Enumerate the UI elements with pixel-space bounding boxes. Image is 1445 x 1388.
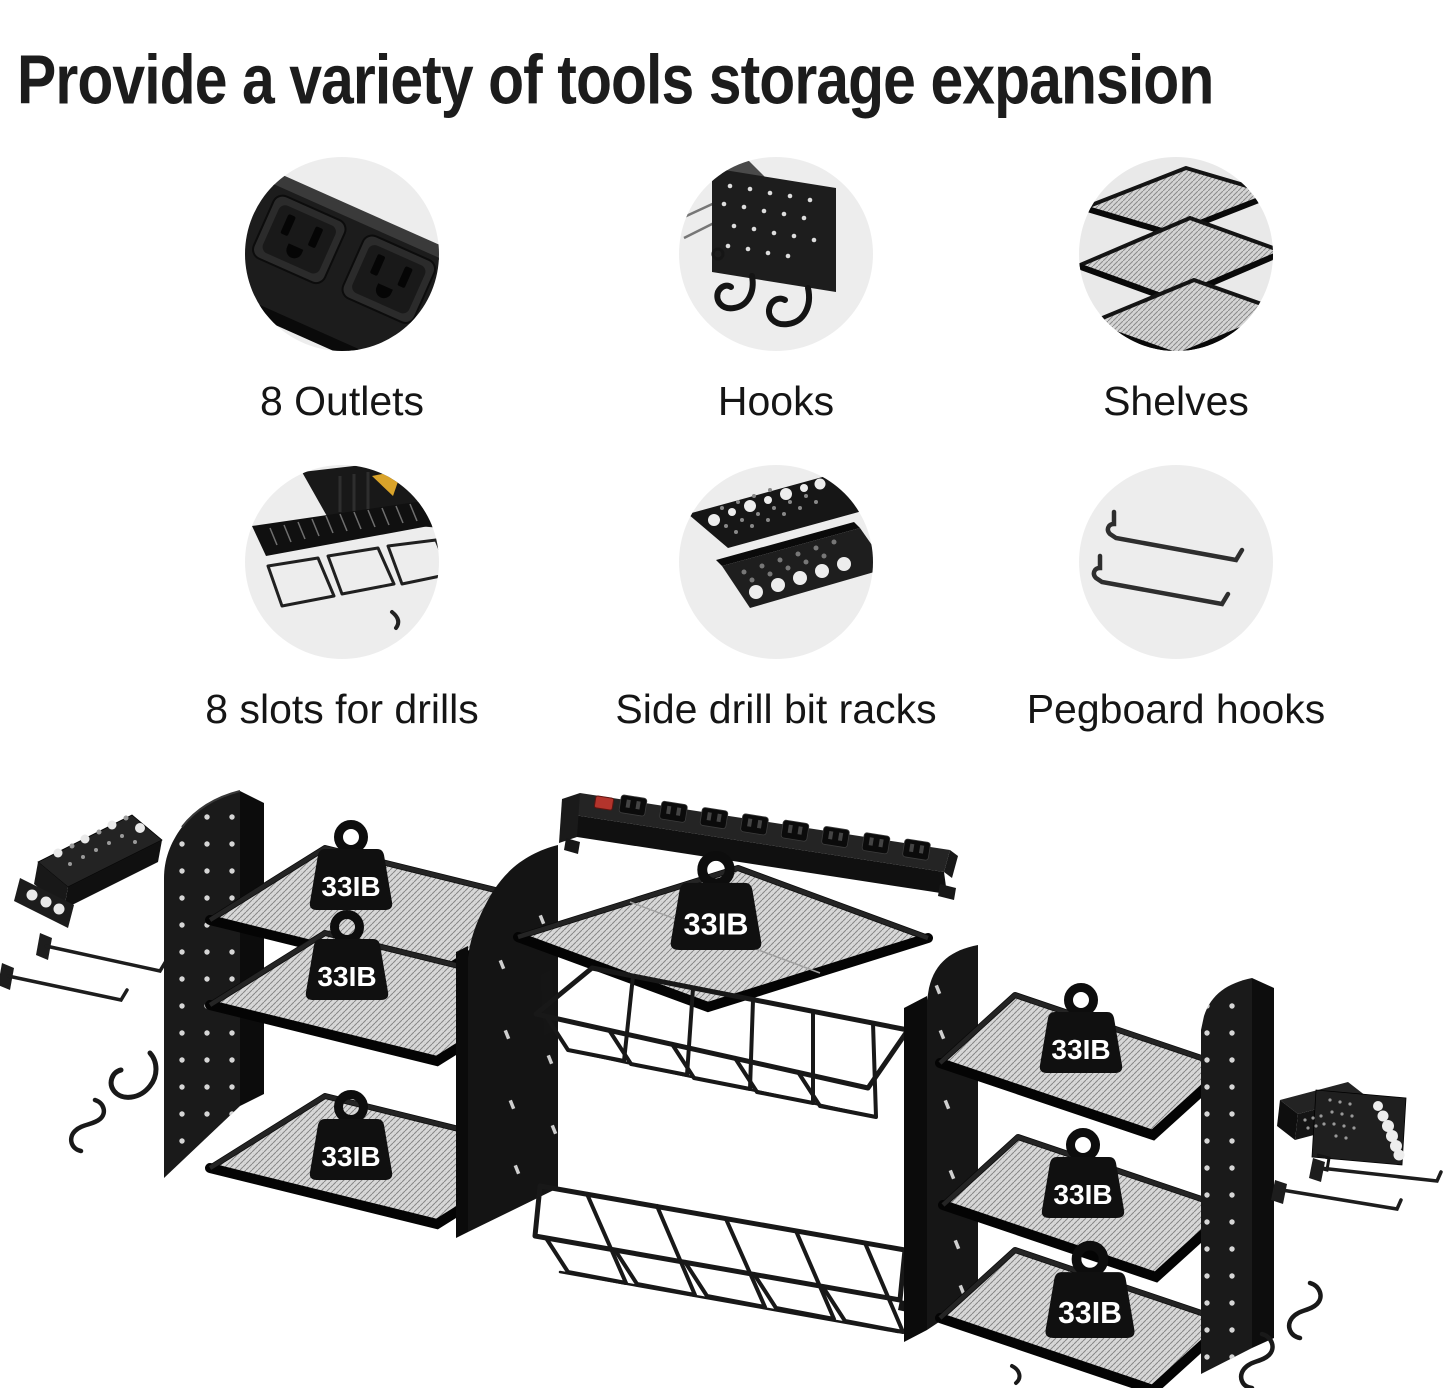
shelves-icon <box>1079 157 1273 351</box>
feature-label: Pegboard hooks <box>1026 686 1326 732</box>
feature-circle <box>678 156 874 352</box>
drill-bit-rack <box>1277 1082 1407 1172</box>
power-switch <box>593 795 615 811</box>
outlets-icon <box>245 157 439 351</box>
weight-badge: 33IB <box>310 1095 392 1181</box>
feature-outlets: 8 Outlets <box>142 156 542 425</box>
drill-bit-racks-icon <box>679 465 873 659</box>
exploded-diagram: 33IB 33IB 33IB <box>0 763 1445 1388</box>
weight-badge: 33IB <box>306 915 388 1001</box>
feature-circle <box>244 464 440 660</box>
svg-text:33IB: 33IB <box>317 961 376 992</box>
feature-label: Shelves <box>1103 378 1249 424</box>
hooks-icon <box>679 157 873 351</box>
svg-text:33IB: 33IB <box>1053 1179 1112 1210</box>
pegboard-side-panel <box>164 790 264 1178</box>
pegboard-hook <box>1309 1158 1443 1183</box>
weight-badge: 33IB <box>1040 988 1122 1074</box>
feature-circle <box>244 156 440 352</box>
feature-label: 8 slots for drills <box>205 686 479 732</box>
feature-pegboard-hooks: Pegboard hooks <box>976 464 1376 733</box>
s-hook <box>1239 1331 1275 1388</box>
page-title: Provide a variety of tools storage expan… <box>17 40 1214 119</box>
weight-badge: 33IB <box>310 825 392 911</box>
wire-drill-rack <box>532 1183 919 1334</box>
exploded-diagram-illustration: 33IB 33IB 33IB <box>0 790 1443 1388</box>
outlet-socket <box>618 794 931 861</box>
s-hook <box>1287 1280 1323 1341</box>
pegboard-side-panel <box>1201 978 1274 1374</box>
svg-text:33IB: 33IB <box>1051 1034 1110 1065</box>
svg-text:33IB: 33IB <box>1058 1297 1122 1330</box>
feature-bit-racks: Side drill bit racks <box>576 464 976 733</box>
pegboard-hooks-icon <box>1079 465 1273 659</box>
svg-text:33IB: 33IB <box>321 871 380 902</box>
pegboard-hook <box>1271 1180 1403 1211</box>
feature-drill-slots: 8 slots for drills <box>142 464 542 733</box>
feature-hooks: Hooks <box>576 156 976 425</box>
drill-slots-icon <box>245 465 439 659</box>
j-hook <box>108 1050 159 1100</box>
feature-circle <box>678 464 874 660</box>
svg-text:33IB: 33IB <box>321 1141 380 1172</box>
weight-badge: 33IB <box>671 856 762 950</box>
drill-bit-rack <box>14 814 163 928</box>
feature-shelves: Shelves <box>976 156 1376 425</box>
center-panel <box>904 945 978 1342</box>
feature-circle <box>1078 464 1274 660</box>
feature-label: Hooks <box>717 378 835 424</box>
weight-badge: 33IB <box>1042 1133 1124 1219</box>
feature-circle <box>1078 156 1274 352</box>
s-hook <box>68 1097 107 1154</box>
power-strip <box>559 793 958 900</box>
feature-label: Side drill bit racks <box>615 686 937 732</box>
j-hook <box>1010 1364 1022 1385</box>
weight-badge: 33IB <box>1046 1246 1135 1338</box>
pegboard-hook <box>0 963 129 1002</box>
pegboard-hook <box>36 933 168 973</box>
feature-label: 8 Outlets <box>259 378 425 424</box>
svg-text:33IB: 33IB <box>683 907 748 942</box>
wire-drill-rack <box>533 965 911 1119</box>
